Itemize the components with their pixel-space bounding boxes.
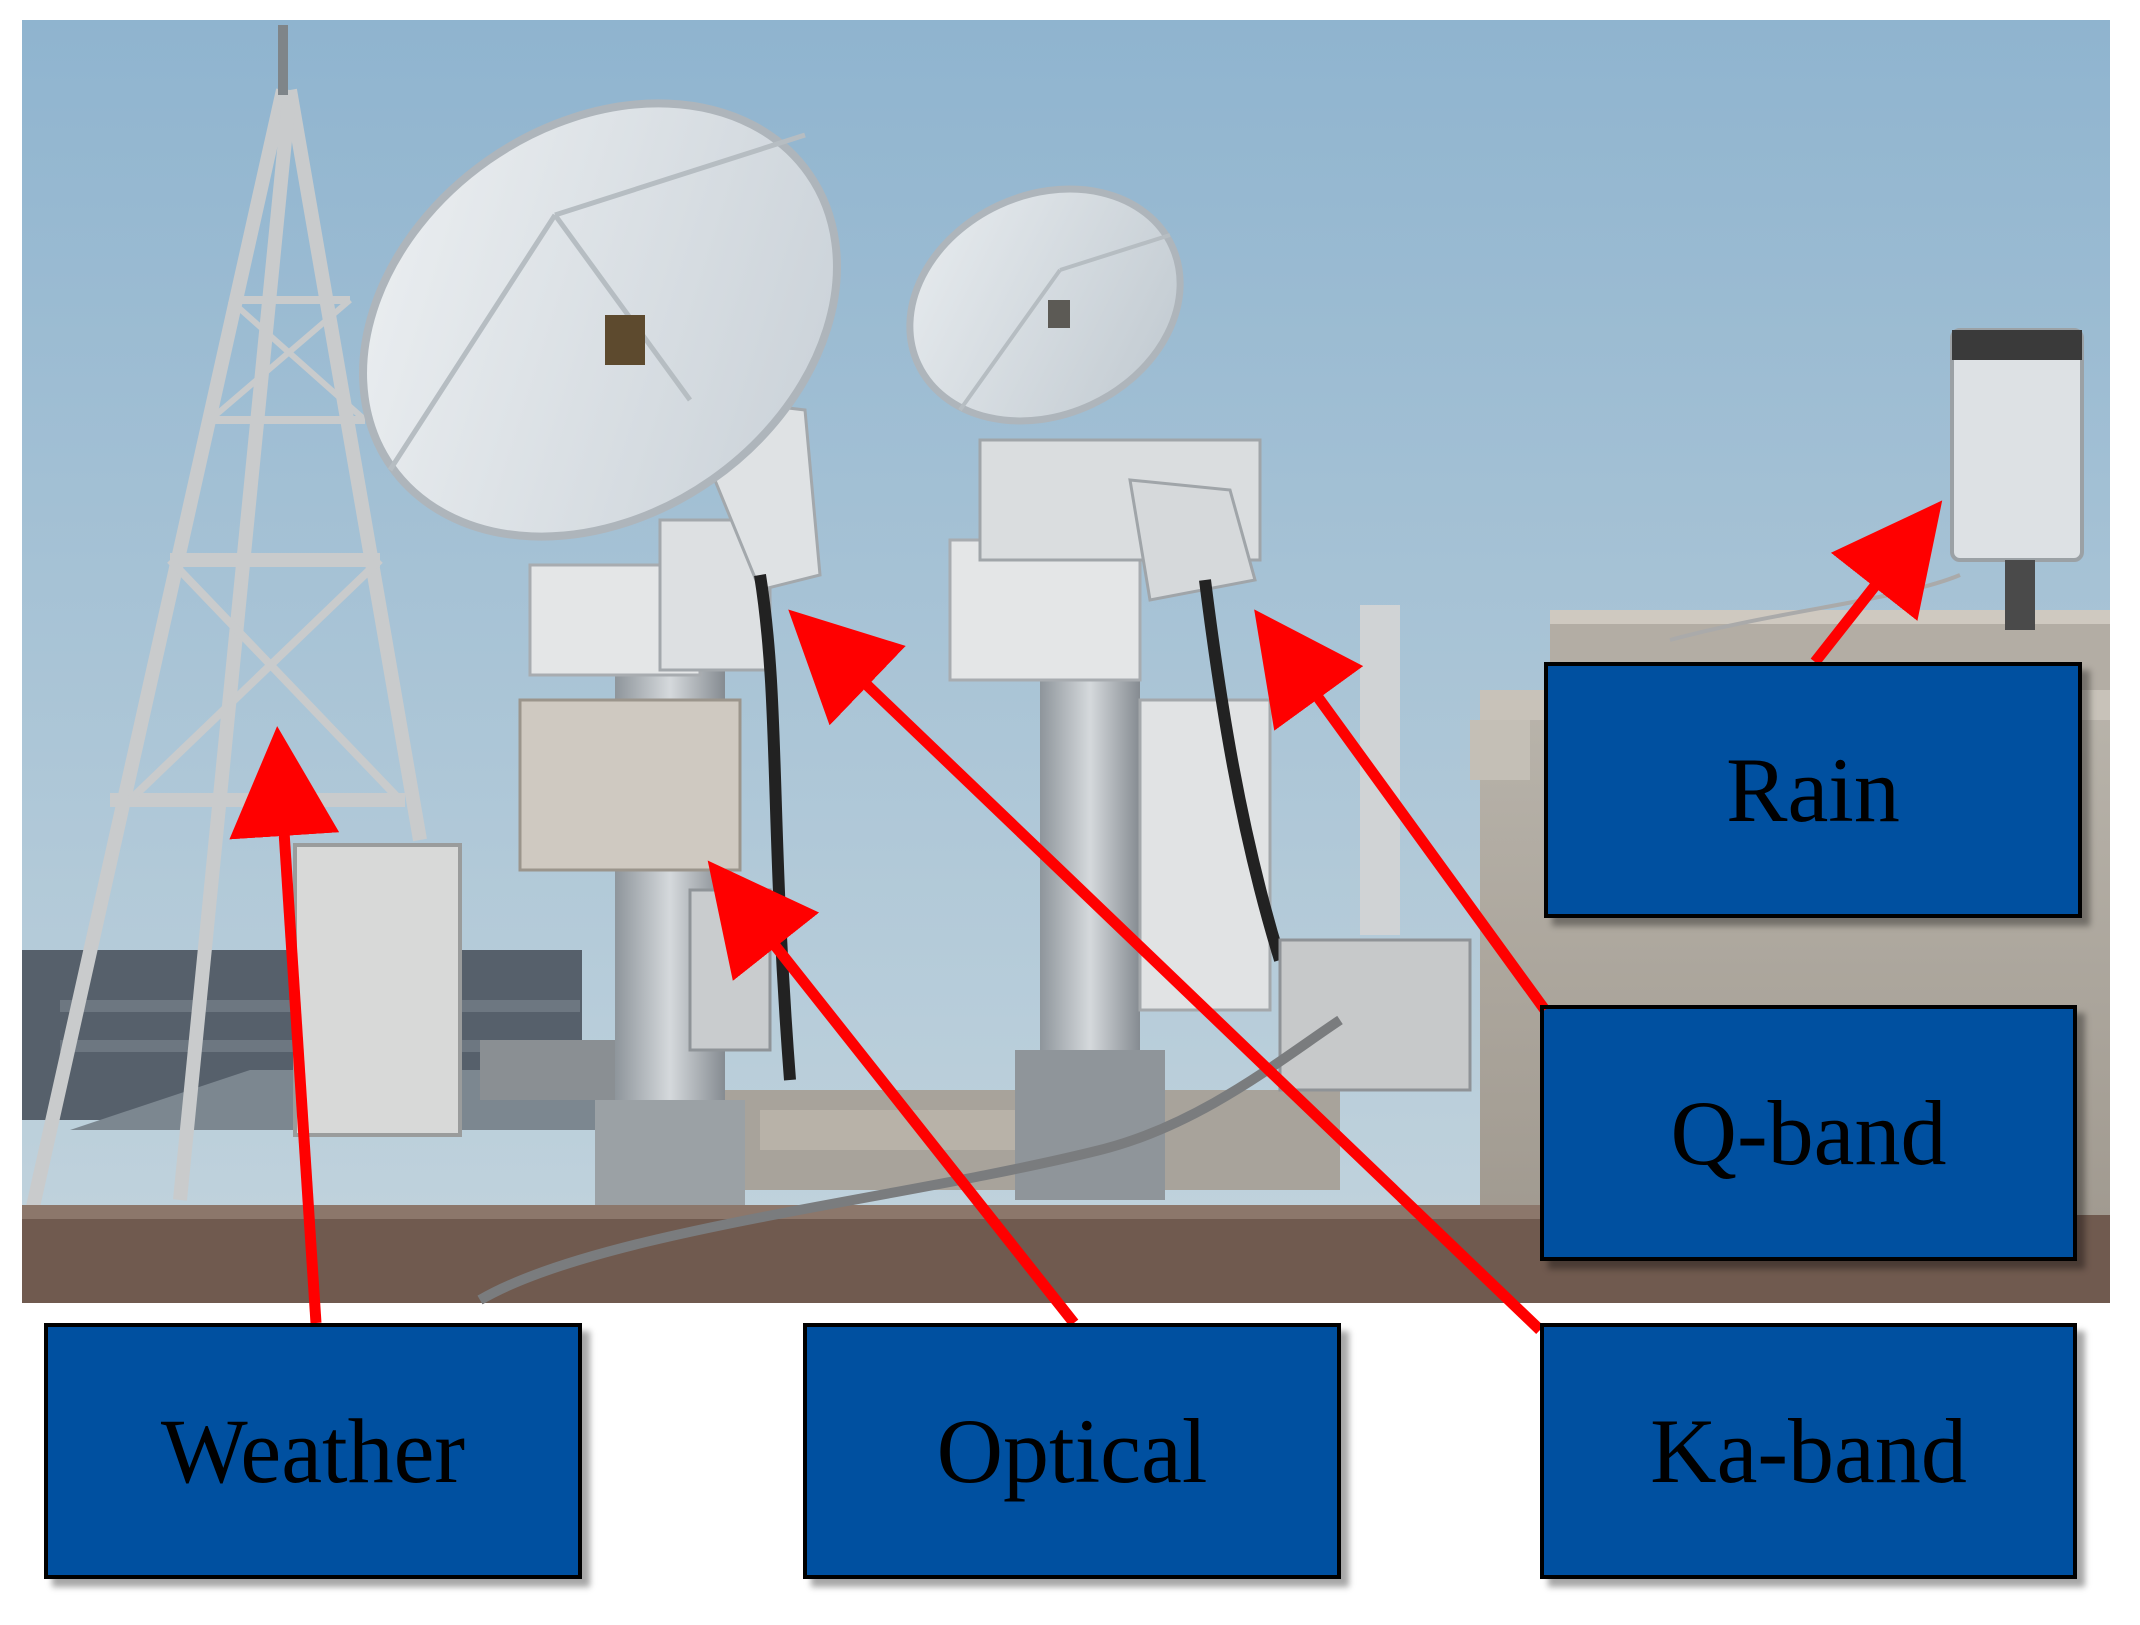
arrow-ka-band xyxy=(788,609,1544,1334)
cable xyxy=(477,1015,1343,1305)
weather-cabinet xyxy=(293,843,462,1137)
optical-label: Optical xyxy=(803,1323,1341,1579)
ka-band-terminal xyxy=(359,99,841,1220)
label-fills xyxy=(44,662,2082,1579)
ka-band-label: Ka-band xyxy=(1540,1323,2077,1579)
rain-label: Rain xyxy=(1544,662,2082,918)
arrow-optical xyxy=(707,860,1079,1327)
weather-mast xyxy=(23,25,427,1222)
weather-label: Weather xyxy=(44,1323,582,1579)
q-band-terminal xyxy=(906,185,1472,1200)
arrows xyxy=(229,500,1943,1334)
arrow-weather xyxy=(229,726,340,1324)
arrow-rain xyxy=(1810,500,1943,666)
arrow-q-band xyxy=(1254,609,1550,1014)
q-band-label: Q-band xyxy=(1540,1005,2077,1261)
